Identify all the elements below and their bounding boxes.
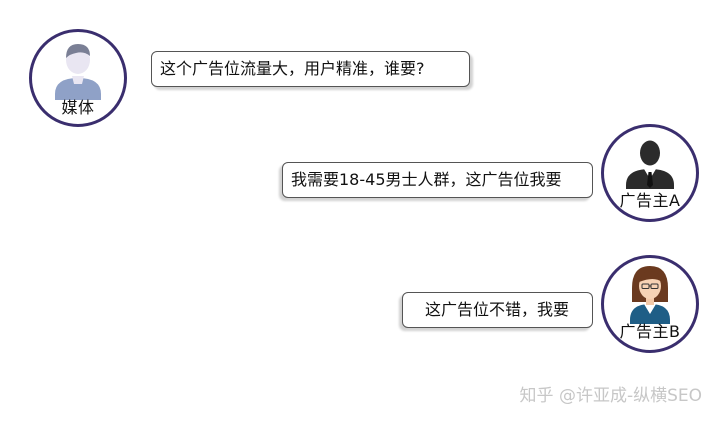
- advertiser-a-avatar: 广告主A: [601, 124, 699, 222]
- message-bubble-media: 这个广告位流量大，用户精准，谁要?: [151, 51, 470, 87]
- advertiser-b-label: 广告主B: [619, 322, 681, 341]
- person-icon: [55, 44, 101, 100]
- advertiser-b-avatar: 广告主B: [601, 255, 699, 353]
- message-bubble-advertiser-b: 这广告位不错，我要: [402, 292, 593, 328]
- businessman-icon: [626, 140, 674, 189]
- message-bubble-advertiser-a: 我需要18-45男士人群，这广告位我要: [282, 162, 593, 198]
- media-label: 媒体: [61, 98, 95, 117]
- message-text-advertiser-a: 我需要18-45男士人群，这广告位我要: [291, 170, 562, 189]
- businesswoman-icon: [630, 266, 670, 324]
- advertiser-a-label: 广告主A: [619, 191, 681, 210]
- media-avatar: 媒体: [29, 29, 127, 127]
- watermark: 知乎 @许亚成-纵横SEO: [519, 386, 702, 406]
- message-text-media: 这个广告位流量大，用户精准，谁要?: [160, 59, 425, 78]
- message-text-advertiser-b: 这广告位不错，我要: [425, 300, 570, 319]
